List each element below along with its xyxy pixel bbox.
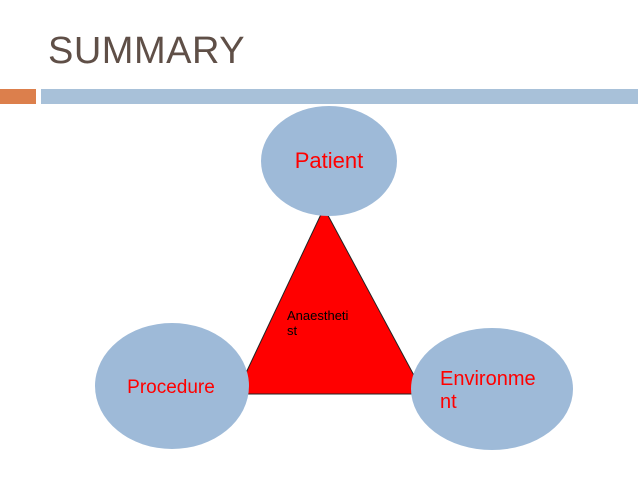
title-accent-blue xyxy=(41,89,638,104)
anaesthetist-label-line2: st xyxy=(287,323,298,338)
environment-label-line1: Environme xyxy=(440,368,536,390)
anaesthetist-label-line1: Anaestheti xyxy=(287,308,349,323)
slide-title: SUMMARY xyxy=(48,30,246,72)
anaesthetist-triangle xyxy=(235,206,425,395)
procedure-label: Procedure xyxy=(127,377,215,398)
patient-node xyxy=(261,106,397,216)
procedure-node xyxy=(95,323,249,449)
environment-label-line2: nt xyxy=(440,391,457,413)
environment-node xyxy=(411,328,573,450)
title-accent-orange xyxy=(0,89,36,104)
patient-label: Patient xyxy=(295,148,364,173)
